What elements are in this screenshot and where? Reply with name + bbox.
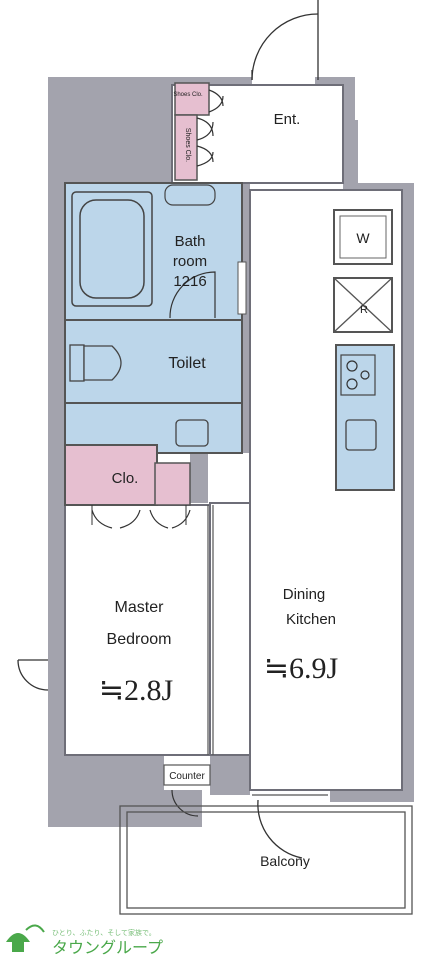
- master-bedroom-label-line1: Master: [115, 599, 165, 616]
- dining-kitchen-size: ≒6.9J: [264, 652, 339, 685]
- balcony-label: Balcony: [260, 853, 310, 869]
- master-bedroom-label-line2: Bedroom: [107, 631, 172, 648]
- bedroom-side-door[interactable]: [17, 659, 49, 691]
- entrance-label: Ent.: [274, 111, 301, 128]
- kitchen-appliances: [333, 209, 395, 491]
- bathroom-label-line3: 1216: [173, 273, 206, 290]
- bathroom-label-line2: room: [173, 253, 207, 270]
- refrigerator-label: R: [360, 304, 368, 316]
- logo-name: タウングループ: [52, 938, 163, 957]
- interior: [64, 84, 403, 791]
- toilet-room: [64, 319, 243, 404]
- dining-kitchen-label-line1: Dining: [283, 586, 326, 603]
- toilet-label: Toilet: [168, 355, 206, 372]
- counter-label: Counter: [169, 771, 205, 782]
- washer-label: W: [356, 230, 370, 246]
- closet-label: Clo.: [112, 470, 139, 487]
- master-bedroom-size: ≒2.8J: [99, 674, 174, 707]
- closet: [64, 444, 191, 529]
- dining-kitchen-label-line2: Kitchen: [286, 611, 336, 628]
- logo-tagline: ひとり、ふたり、そして家族で。: [52, 928, 156, 937]
- entrance-door[interactable]: [251, 0, 319, 81]
- balcony: [119, 794, 413, 915]
- logo-house-icon: [6, 933, 30, 942]
- shoes-closet-label-1: Shoes Clo.: [173, 92, 203, 98]
- company-logo: ひとり、ふたり、そして家族で。 タウングループ: [6, 924, 163, 957]
- bathroom-label-line1: Bath: [175, 233, 206, 250]
- bathroom: [64, 182, 247, 321]
- shoe-closets: [174, 82, 224, 181]
- counter-area: [163, 764, 211, 817]
- shoes-closet-label-2: Shoes Clo.: [184, 128, 191, 162]
- sliding-partition: [207, 505, 214, 755]
